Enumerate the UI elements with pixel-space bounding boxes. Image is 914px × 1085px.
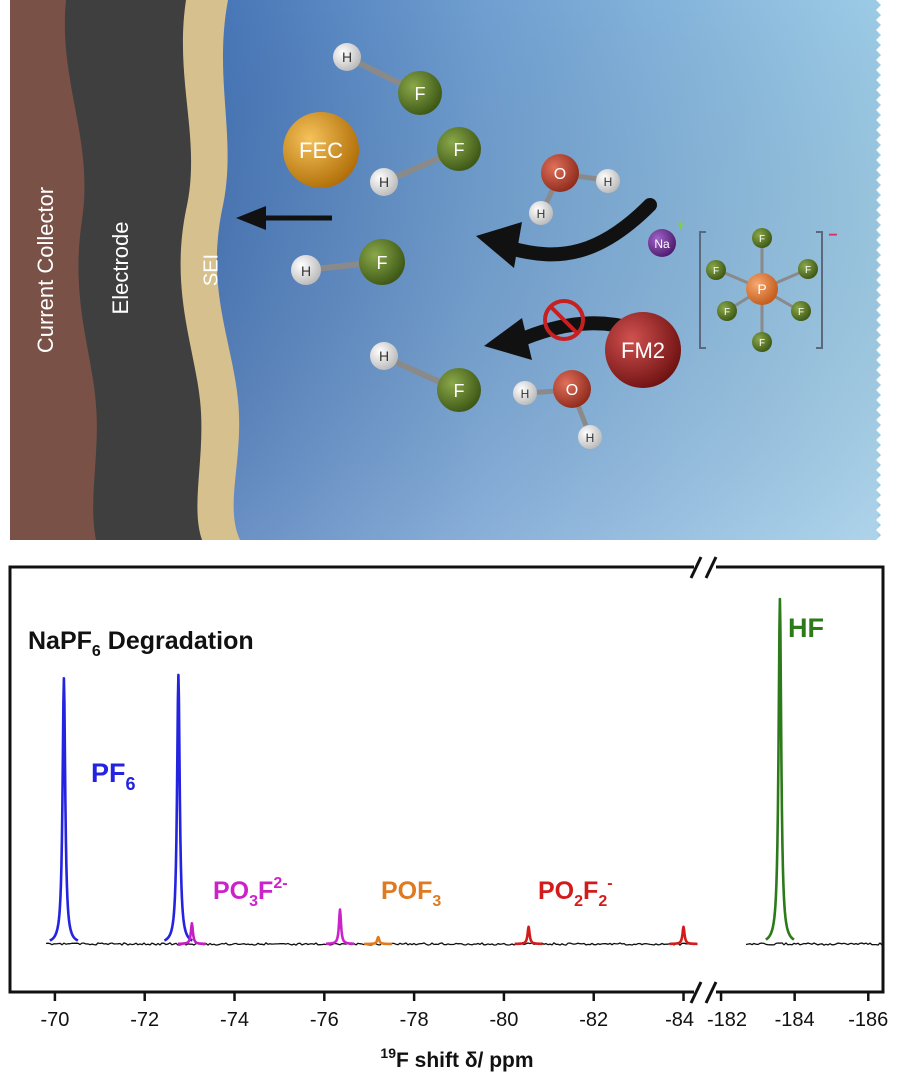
peak-pf6-2 [163, 673, 194, 942]
hf-molecule-4: H F [370, 342, 481, 412]
po2f2-label: PO2F2- [538, 875, 613, 910]
svg-text:F: F [798, 307, 804, 318]
hf-molecule-1: H F [333, 43, 442, 115]
x-tick-label: -186 [848, 1009, 888, 1031]
svg-text:FEC: FEC [299, 138, 343, 163]
peak-po2f2-2 [668, 925, 699, 946]
pf6-anion: − F F F F F F P [699, 227, 838, 352]
chart-title: NaPF6 Degradation [28, 627, 254, 660]
x-tick-label: -78 [400, 1009, 429, 1031]
electrode-label: Electrode [108, 222, 133, 315]
svg-text:H: H [379, 174, 389, 190]
hf-molecule-2: H F [370, 127, 481, 196]
svg-text:FM2: FM2 [621, 338, 665, 363]
nmr-spectrum-chart: NaPF6 Degradation PF6 PO3F2- POF3 PO2F2-… [8, 556, 888, 1072]
svg-text:F: F [377, 253, 388, 273]
pof3-label: POF3 [381, 877, 441, 910]
svg-text:H: H [604, 175, 613, 189]
x-tick-label: -80 [489, 1009, 518, 1031]
fm2-molecule: FM2 [605, 312, 681, 388]
x-tick-label: -72 [130, 1009, 159, 1031]
current-collector-label: Current Collector [33, 187, 58, 353]
svg-text:H: H [537, 207, 546, 221]
svg-text:O: O [554, 166, 566, 183]
peak-hf-1 [765, 597, 795, 941]
svg-text:H: H [586, 431, 595, 445]
svg-text:H: H [342, 49, 352, 65]
spectrum-traces [45, 597, 883, 946]
x-tick-label: -70 [40, 1009, 69, 1031]
svg-text:F: F [415, 84, 426, 104]
axis-break-bottom [689, 981, 718, 1004]
curved-arrow-upper [476, 198, 657, 268]
pf6-label: PF6 [91, 758, 136, 794]
svg-text:F: F [805, 265, 811, 276]
po3f-label: PO3F2- [213, 875, 288, 910]
baseline-segment-2 [745, 942, 883, 946]
peak-po3f2-1 [325, 908, 355, 945]
x-tick-label: -82 [579, 1009, 608, 1031]
svg-text:F: F [724, 307, 730, 318]
svg-text:Na: Na [654, 237, 670, 251]
peak-pf6-1 [49, 677, 79, 942]
sodium-ion: Na + [648, 217, 685, 257]
svg-text:F: F [454, 140, 465, 160]
x-axis-ticks: -70 -72 -74 -76 -78 -80 -82 -84 -182 -184 -186 [40, 992, 888, 1031]
svg-text:F: F [454, 381, 465, 401]
x-tick-label: -84 [665, 1009, 694, 1031]
axis-break-top [689, 556, 718, 579]
sodium-charge: + [677, 217, 685, 233]
anion-charge: − [828, 227, 837, 244]
arrow-to-sei [236, 206, 332, 230]
sei-label: SEI [200, 254, 222, 286]
svg-text:O: O [566, 382, 578, 399]
svg-text:F: F [759, 234, 765, 245]
x-tick-label: -74 [220, 1009, 249, 1031]
peak-po2f2-1 [513, 925, 544, 946]
hf-molecule-3: H F [291, 239, 405, 285]
water-molecule-1: O H H [529, 154, 620, 225]
peak-pof3-1 [363, 935, 393, 946]
fec-molecule: FEC [283, 112, 359, 188]
x-axis-label: 19F shift δ/ ppm [380, 1045, 533, 1072]
water-molecule-2: O H H [513, 370, 602, 449]
prohibition-icon [543, 299, 585, 341]
sei-layer [174, 0, 240, 540]
svg-text:F: F [713, 266, 719, 277]
electrolyte-illustration: Current Collector Electrode SEI H F FEC … [10, 0, 881, 540]
peak-pf6-minor-1 [177, 922, 207, 946]
plot-frame [8, 565, 885, 994]
svg-text:F: F [759, 338, 765, 349]
x-tick-label: -182 [707, 1009, 747, 1031]
current-collector-layer [10, 0, 97, 540]
x-tick-label: -184 [775, 1009, 815, 1031]
svg-text:H: H [521, 387, 530, 401]
svg-text:H: H [301, 263, 311, 279]
x-tick-label: -76 [310, 1009, 339, 1031]
hf-label: HF [788, 613, 824, 643]
svg-text:H: H [379, 348, 389, 364]
svg-text:P: P [757, 281, 766, 297]
